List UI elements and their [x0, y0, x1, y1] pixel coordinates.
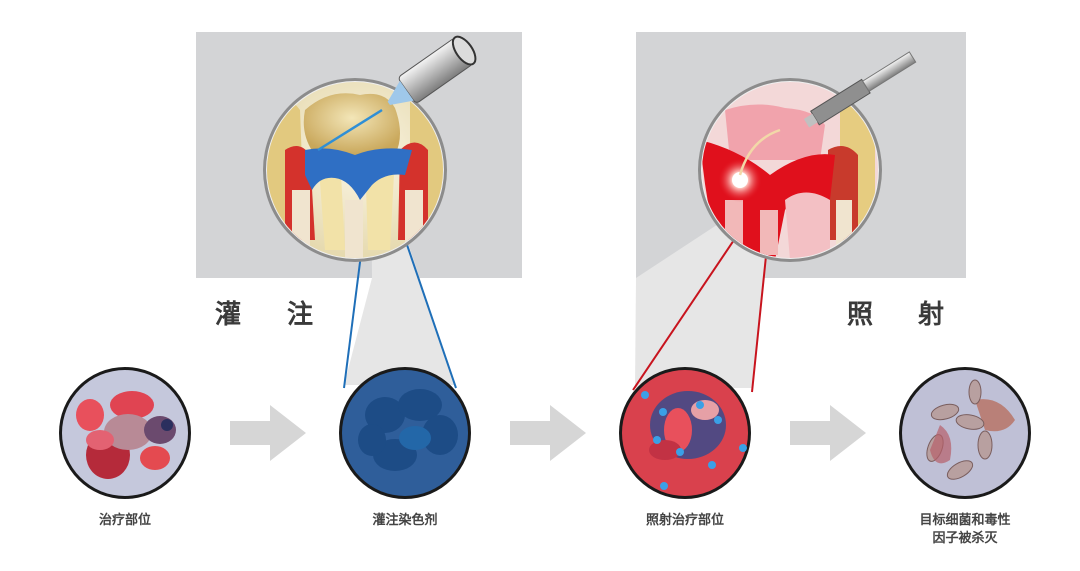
- irradiation-tooth-illustration: [698, 51, 917, 262]
- step-4-caption-line-1: 目标细菌和毒性: [919, 513, 1011, 528]
- perfusion-label-char-2: 注: [287, 300, 314, 330]
- step-1-caption: 治疗部位: [98, 513, 151, 528]
- perfusion-label-char-1: 灌: [215, 300, 242, 330]
- step-2-caption: 灌注染色剂: [372, 513, 438, 528]
- step-3-caption: 照射治疗部位: [645, 513, 724, 528]
- arrow-icon-1: [230, 405, 306, 461]
- step-1-circle: [59, 367, 191, 499]
- perfusion-tooth-illustration: [263, 35, 477, 262]
- step-4-caption: 目标细菌和毒性 因子被杀灭: [895, 512, 1035, 548]
- laser-probe-icon: [803, 51, 917, 128]
- arrow-icon-2: [510, 405, 586, 461]
- irradiation-label-char-1: 照: [847, 300, 874, 330]
- irradiation-label-char-2: 射: [918, 300, 945, 330]
- step-3-circle: [619, 367, 751, 499]
- step-2-circle: [339, 367, 471, 499]
- arrow-icon-3: [790, 405, 866, 461]
- step-4-caption-line-2: 因子被杀灭: [932, 531, 998, 546]
- syringe-icon: [387, 35, 477, 105]
- step-4-circle: [899, 367, 1031, 499]
